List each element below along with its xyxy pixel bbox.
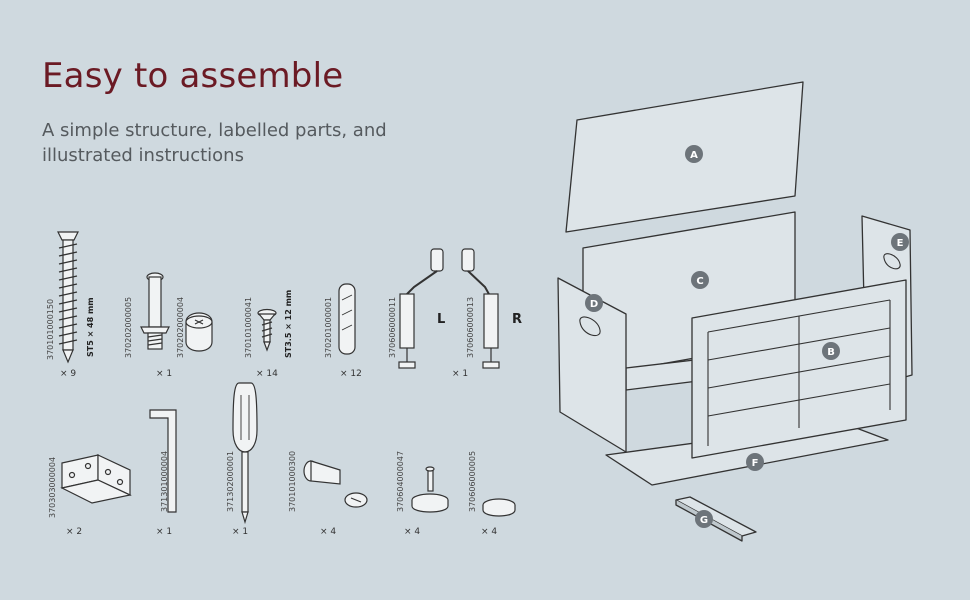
lid-support-right-icon [461,248,500,369]
part-quantity: × 1 [156,527,173,537]
svg-text:D: D [590,299,598,310]
part-quantity: × 4 [320,527,337,537]
page-title: Easy to assemble [42,56,344,96]
panel-label: F [746,453,764,471]
svg-text:A: A [690,150,698,161]
screwdriver-icon [232,382,258,525]
part-quantity: × 1 [156,369,173,379]
panel-label: G [695,510,713,528]
allen-key-icon [149,409,177,513]
side-label-right: R [512,312,523,327]
cam-bolt-icon [140,272,170,350]
connector-bolt-icon [303,460,368,508]
svg-text:C: C [696,276,703,287]
panel-label: B [822,342,840,360]
panel-label: A [685,145,703,163]
panel-label: E [891,233,909,251]
panel-label: D [585,294,603,312]
long-screw-icon [57,231,79,364]
lid-support-left-icon [398,248,444,369]
pad-icon [482,498,516,517]
page-subtitle: A simple structure, labelled parts, and … [42,120,387,166]
svg-text:G: G [700,515,708,526]
glide-icon [411,466,449,513]
part-quantity: × 4 [404,527,421,537]
svg-text:E: E [897,238,904,249]
part-quantity: × 14 [256,369,278,379]
part-quantity: × 2 [66,527,83,537]
part-quantity: × 1 [452,369,469,379]
panel-a [565,81,804,233]
panel-label: C [691,271,709,289]
svg-text:B: B [827,347,835,358]
dowel-icon [338,283,356,355]
small-screw-icon [257,308,277,352]
svg-text:F: F [752,458,759,469]
cam-lock-icon [185,312,213,352]
hinge-icon [60,454,132,504]
part-quantity: × 4 [481,527,498,537]
part-quantity: × 9 [60,369,77,379]
part-quantity: × 1 [232,527,249,537]
side-label-left: L [437,312,446,327]
part-quantity: × 12 [340,369,362,379]
